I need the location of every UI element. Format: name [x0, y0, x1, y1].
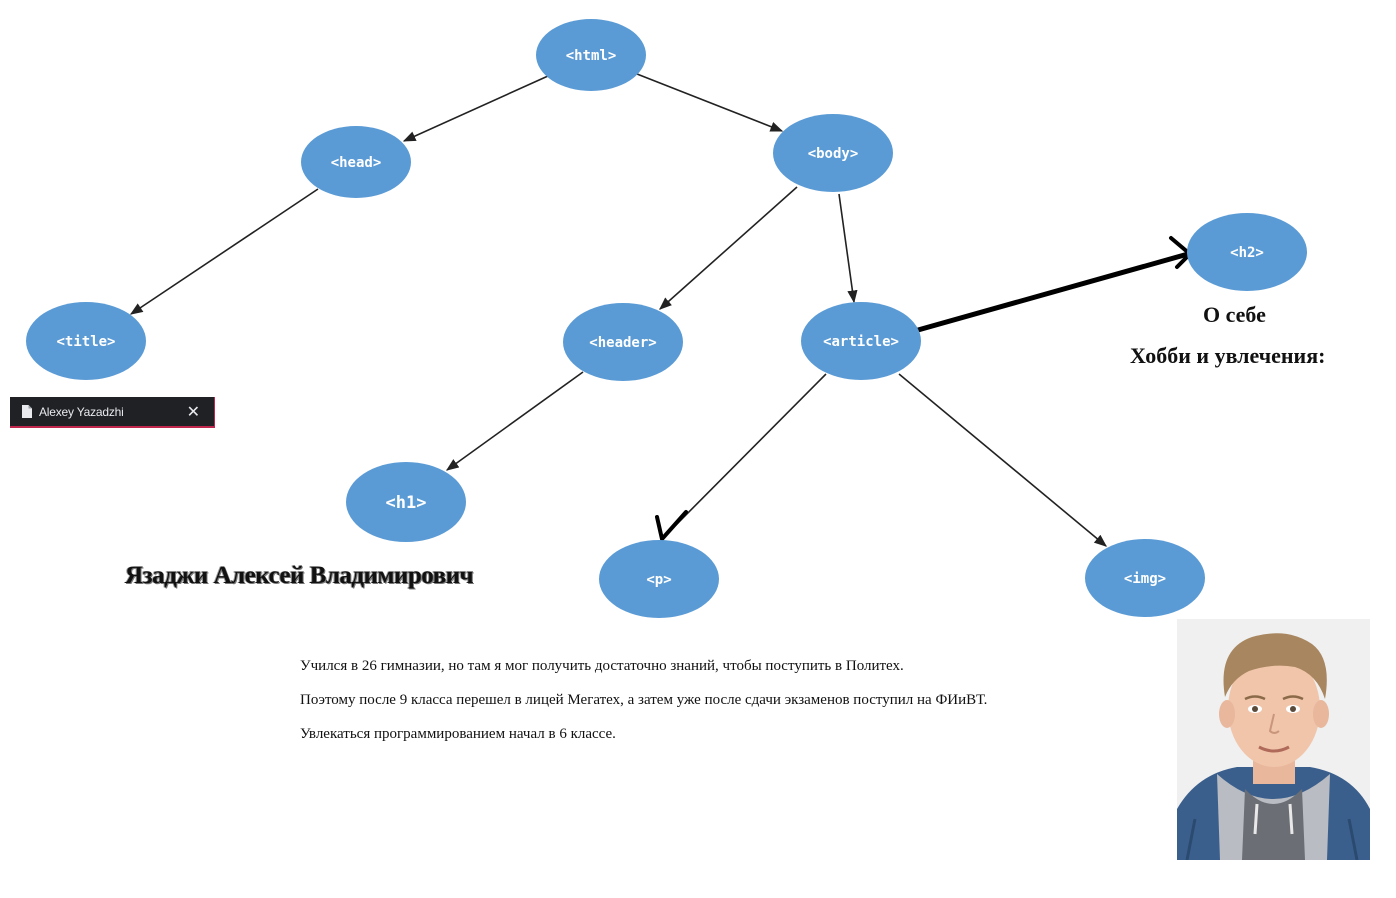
node-img: <img>: [1085, 539, 1205, 617]
hobby-heading: Хобби и увлечения:: [1130, 343, 1326, 368]
document-icon: [22, 405, 32, 418]
node-title: <title>: [26, 302, 146, 380]
svg-text:<p>: <p>: [646, 572, 671, 588]
node-h2: <h2>: [1187, 213, 1307, 291]
paragraph-1: Учился в 26 гимназии, но там я мог получ…: [300, 658, 904, 674]
edge-article-p: [664, 373, 827, 537]
arrowhead-p: [655, 510, 688, 541]
svg-text:<title>: <title>: [56, 334, 115, 350]
portrait-photo: [1177, 619, 1370, 860]
svg-text:<head>: <head>: [331, 155, 382, 171]
svg-text:<h2>: <h2>: [1230, 245, 1264, 261]
svg-text:<header>: <header>: [589, 335, 656, 351]
diagram-nodes: <html> <head> <body> <title> <header> <a…: [26, 19, 1307, 618]
edge-body-header: [659, 186, 798, 310]
paragraph-2: Поэтому после 9 класса перешел в лицей М…: [300, 692, 988, 708]
edge-article-img: [898, 373, 1107, 547]
svg-text:<body>: <body>: [808, 146, 859, 162]
paragraph-3: Увлекаться программированием начал в 6 к…: [300, 726, 616, 742]
node-article: <article>: [801, 302, 921, 380]
svg-text:<article>: <article>: [823, 334, 899, 350]
tab-close-icon[interactable]: ✕: [186, 402, 200, 421]
svg-text:<html>: <html>: [566, 48, 617, 64]
node-h1: <h1>: [346, 462, 466, 542]
node-html: <html>: [536, 19, 646, 91]
node-p: <p>: [599, 540, 719, 618]
browser-tab[interactable]: Alexey Yazadzhi ✕: [10, 397, 215, 428]
node-body: <body>: [773, 114, 893, 192]
name-heading: Язаджи Алексей Владимирович: [125, 562, 474, 589]
edge-header-h1: [445, 371, 584, 471]
about-heading: О себе: [1203, 302, 1266, 327]
edge-body-article: [838, 193, 858, 304]
node-head: <head>: [301, 126, 411, 198]
portrait-illustration: [1177, 619, 1370, 860]
tab-title: Alexey Yazadzhi: [39, 404, 124, 419]
diagram-edges: [129, 73, 1192, 547]
edge-head-title: [129, 188, 319, 315]
edge-html-head: [402, 75, 549, 142]
svg-text:<h1>: <h1>: [386, 493, 427, 513]
edge-html-body: [636, 73, 784, 132]
node-header: <header>: [563, 303, 683, 381]
svg-text:<img>: <img>: [1124, 571, 1166, 587]
edge-article-h2: [915, 251, 1191, 333]
